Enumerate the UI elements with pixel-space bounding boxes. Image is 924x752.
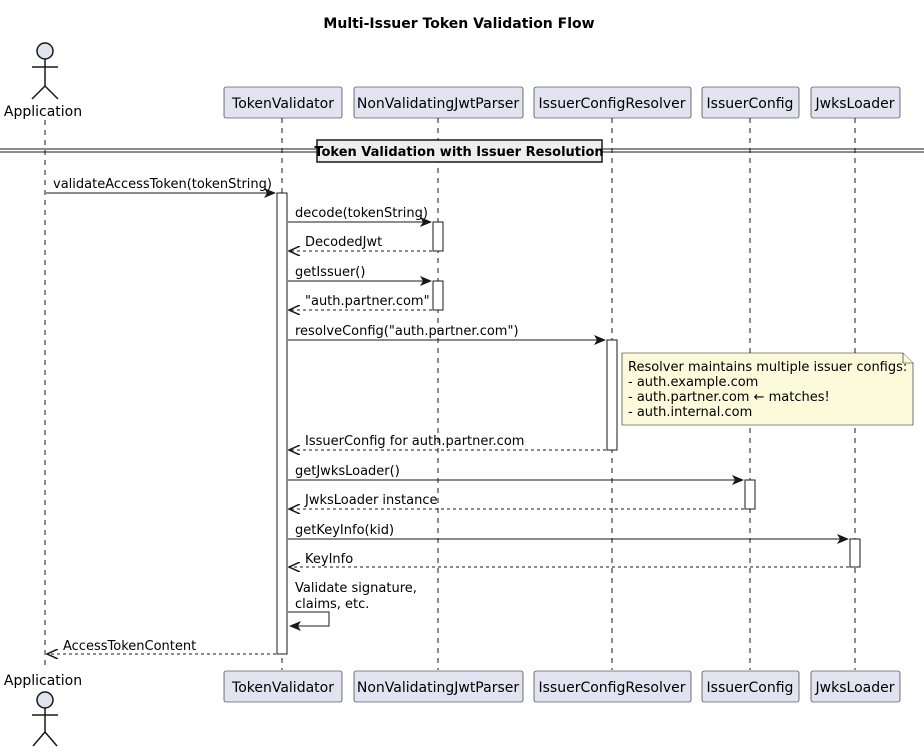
participant-box-tokenvalidator [223,86,343,119]
message-label: claims, etc. [295,597,369,612]
message-8: getJwksLoader() [288,464,744,485]
message-label: AccessTokenContent [63,639,196,654]
message-label: getIssuer() [295,265,365,280]
participant-box-issuerconfig [701,86,800,119]
message-3: DecodedJwt [289,235,432,251]
participant-label: IssuerConfigResolver [539,96,686,112]
message-label: "auth.partner.com" [305,294,430,309]
participant-label: JwksLoader [815,96,895,112]
stick-figure-icon [32,691,58,747]
participant-box-jwksloader-bottom [810,670,901,703]
participant-label: NonValidatingJwtParser [357,680,519,696]
divider-label: Token Validation with Issuer Resolution [314,145,603,160]
participant-label: TokenValidator [231,96,334,112]
message-label: JwksLoader instance [304,493,438,508]
actor-label-bottom: Application [4,673,82,689]
activation-issuerconfig [744,479,756,510]
message-7: IssuerConfig for auth.partner.com [289,434,606,450]
actor-label-top: Application [4,104,82,120]
stick-figure-icon [31,42,59,100]
participant-box-issuerconfigresolver-bottom [533,670,692,703]
note-line: Resolver maintains multiple issuer confi… [628,360,907,375]
message-label: validateAccessToken(tokenString) [53,177,272,192]
activation-parser-1 [432,221,444,252]
participant-label: JwksLoader [815,680,895,696]
note-line: - auth.example.com [628,375,758,390]
participant-box-issuerconfigresolver [533,86,692,119]
message-10: getKeyInfo(kid) [288,523,849,544]
participant-box-nonvalidatingjwtparser-bottom [353,670,524,703]
message-label: KeyInfo [305,552,353,567]
actor-application-top [31,42,59,100]
message-label: getKeyInfo(kid) [295,523,394,538]
participant-label: NonValidatingJwtParser [357,96,519,112]
message-6: resolveConfig("auth.partner.com") [288,324,606,345]
message-11: KeyInfo [289,552,849,567]
activation-parser-2 [432,280,444,311]
activation-jwksloader [849,538,861,568]
section-divider: Token Validation with Issuer Resolution [0,139,924,163]
participant-box-issuerconfig-bottom [701,670,800,703]
participant-label: IssuerConfig [707,680,794,696]
activation-resolver [606,339,618,451]
participant-label: IssuerConfigResolver [539,680,686,696]
message-label: getJwksLoader() [295,464,400,479]
participant-label: IssuerConfig [707,96,794,112]
note-resolver: Resolver maintains multiple issuer confi… [621,352,914,426]
participant-box-nonvalidatingjwtparser [353,86,524,119]
message-label: IssuerConfig for auth.partner.com [305,434,524,449]
note-line: - auth.internal.com [628,405,752,420]
activation-tokenvalidator [276,192,288,655]
message-1: validateAccessToken(tokenString) [46,177,276,198]
message-5: "auth.partner.com" [289,294,432,310]
message-label: Validate signature, [295,581,417,596]
diagram-title: Multi-Issuer Token Validation Flow [323,16,594,32]
message-label: decode(tokenString) [295,206,428,221]
message-12-self: Validate signature, claims, etc. [288,581,417,631]
actor-application-bottom [32,691,58,747]
message-label: resolveConfig("auth.partner.com") [295,324,519,339]
participant-box-tokenvalidator-bottom [223,670,343,703]
message-4: getIssuer() [288,265,432,286]
note-line: - auth.partner.com ← matches! [628,390,830,405]
participant-box-jwksloader [810,86,901,119]
message-label: DecodedJwt [305,235,382,250]
message-13: AccessTokenContent [47,639,276,654]
participant-label: TokenValidator [231,680,334,696]
message-2: decode(tokenString) [288,206,432,227]
message-9: JwksLoader instance [289,493,744,509]
